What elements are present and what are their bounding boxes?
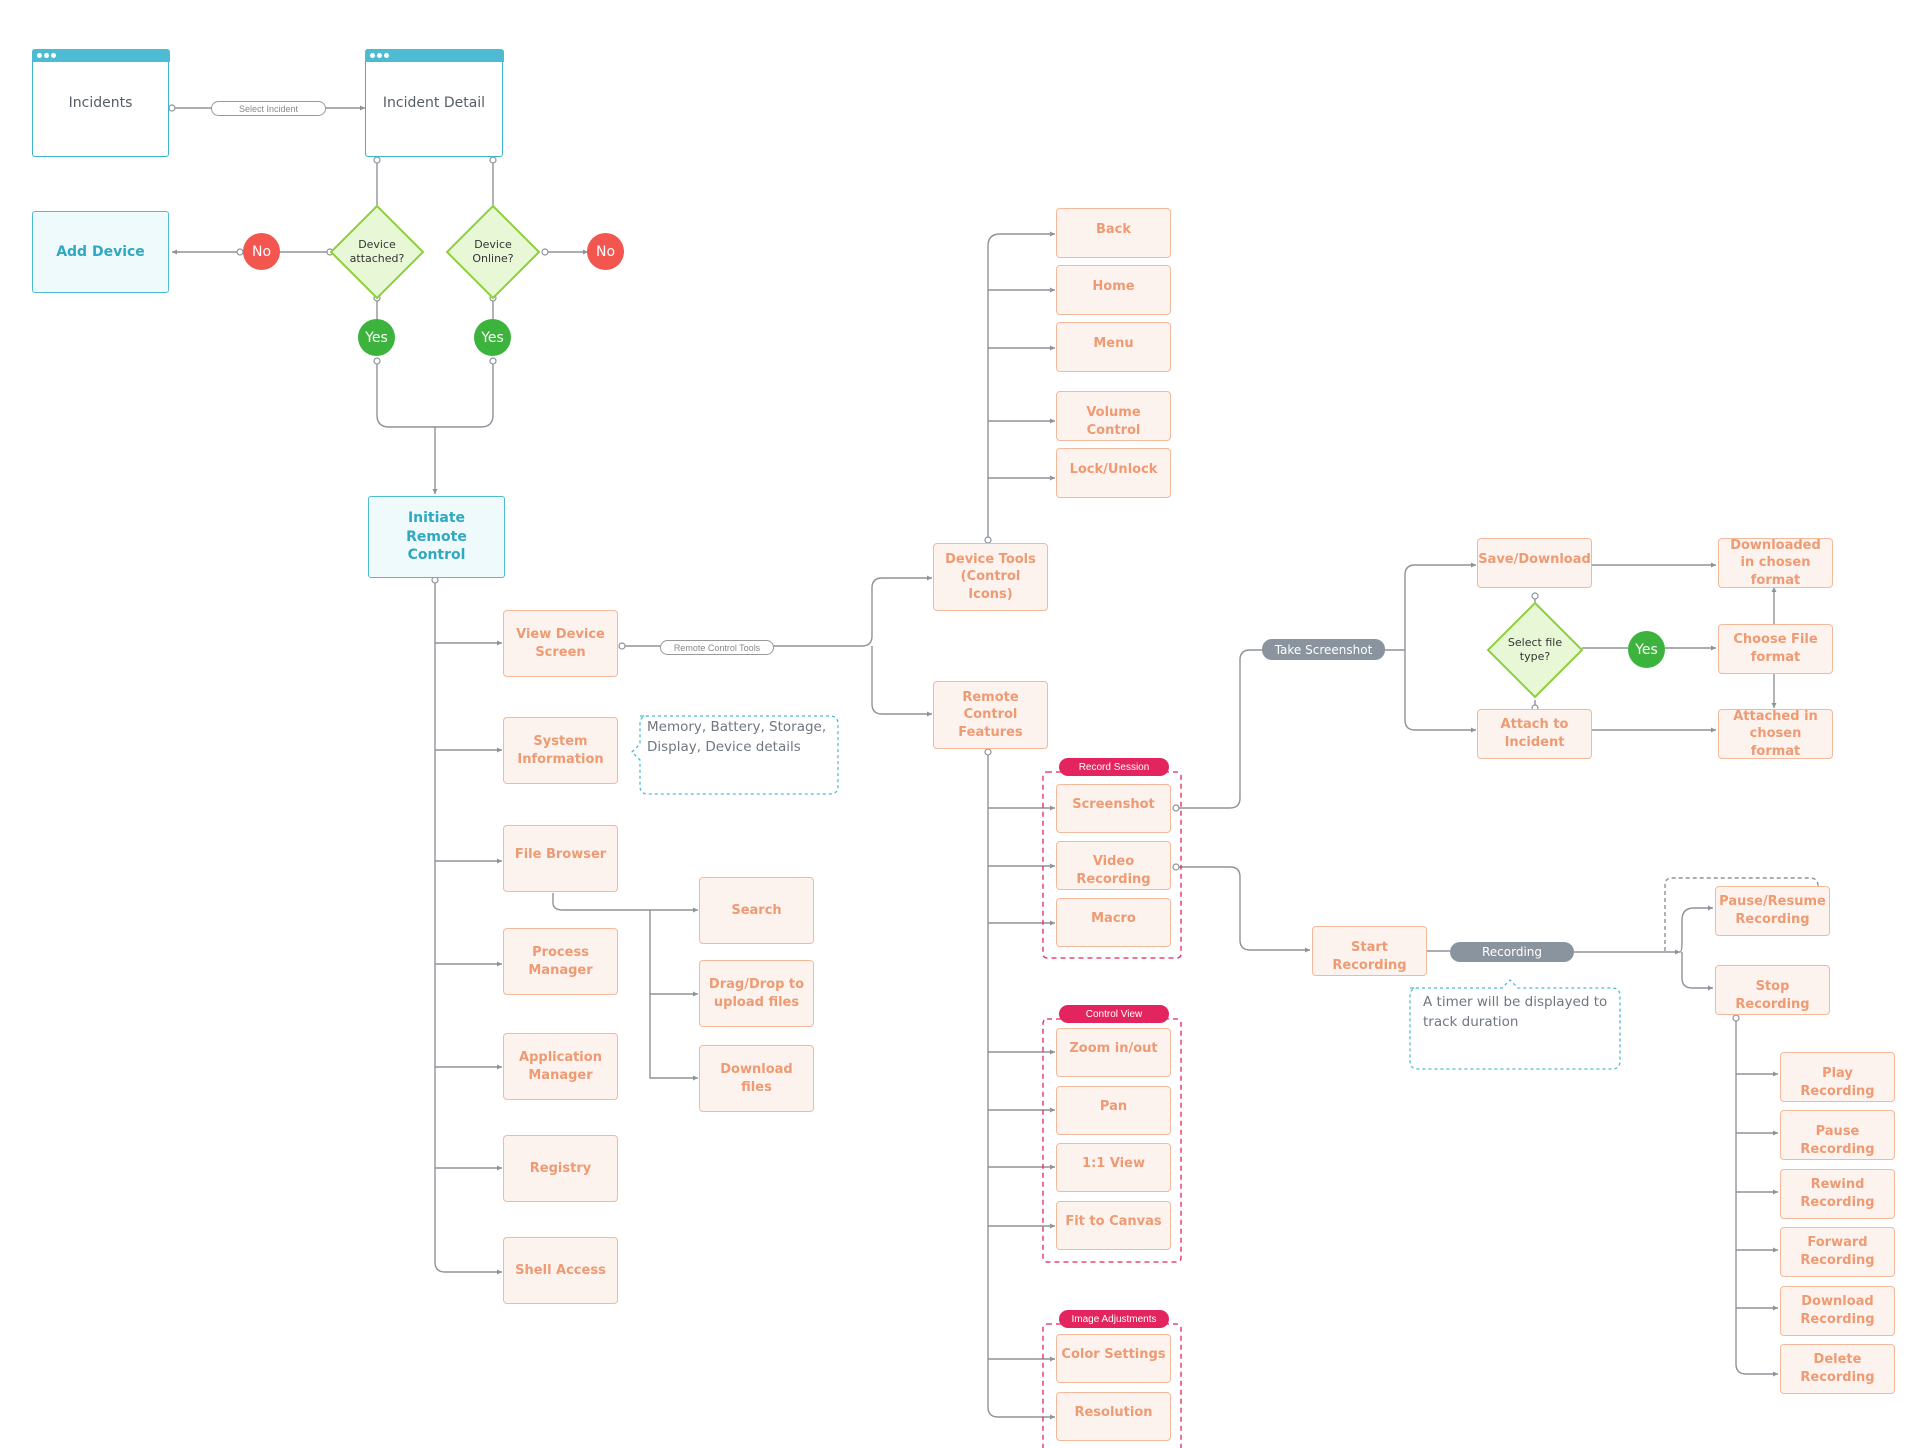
incidents-label: Incidents xyxy=(68,94,133,111)
fit-to-canvas-node[interactable]: Fit to Canvas xyxy=(1056,1201,1171,1250)
attached-format-node[interactable]: Attached in chosen format xyxy=(1718,709,1833,759)
yes-answer-attached: Yes xyxy=(358,319,395,356)
take-screenshot-label: Take Screenshot xyxy=(1262,639,1385,660)
volume-control-node[interactable]: Volume Control xyxy=(1056,391,1171,441)
pause-resume-recording-node[interactable]: Pause/Resume Recording xyxy=(1715,886,1830,936)
process-manager-node[interactable]: Process Manager xyxy=(503,928,618,995)
select-file-type-diamond xyxy=(1486,601,1584,699)
save-download-node[interactable]: Save/Download xyxy=(1477,538,1592,588)
device-online-diamond xyxy=(445,204,541,300)
device-attached-decision: Device attached? xyxy=(349,237,405,265)
stop-recording-node[interactable]: Stop Recording xyxy=(1715,965,1830,1015)
no-answer-online: No xyxy=(587,233,624,270)
rewind-recording-node[interactable]: Rewind Recording xyxy=(1780,1169,1895,1219)
drag-drop-node[interactable]: Drag/Drop to upload files xyxy=(699,960,814,1027)
downloaded-format-node[interactable]: Downloaded in chosen format xyxy=(1718,538,1833,588)
screenshot-node[interactable]: Screenshot xyxy=(1056,784,1171,833)
remote-control-tools-label: Remote Control Tools xyxy=(660,640,774,655)
image-adjustments-tag: Image Adjustments xyxy=(1059,1310,1169,1328)
pause-recording-node[interactable]: Pause Recording xyxy=(1780,1110,1895,1160)
record-session-tag: Record Session xyxy=(1059,758,1169,776)
attach-to-incident-node[interactable]: Attach to Incident xyxy=(1477,709,1592,759)
menu-node[interactable]: Menu xyxy=(1056,322,1171,372)
zoom-node[interactable]: Zoom in/out xyxy=(1056,1028,1171,1077)
no-answer-attached: No xyxy=(243,233,280,270)
control-view-tag: Control View xyxy=(1059,1005,1169,1023)
incident-detail-screen[interactable]: Incident Detail xyxy=(364,48,504,157)
pan-node[interactable]: Pan xyxy=(1056,1086,1171,1135)
window-title-bar xyxy=(31,48,170,62)
video-recording-node[interactable]: Video Recording xyxy=(1056,841,1171,890)
incidents-screen[interactable]: Incidents xyxy=(31,48,170,157)
device-online-decision: Device Online? xyxy=(472,237,514,265)
download-files-node[interactable]: Download files xyxy=(699,1045,814,1112)
play-recording-node[interactable]: Play Recording xyxy=(1780,1052,1895,1102)
home-node[interactable]: Home xyxy=(1056,265,1171,315)
yes-answer-online: Yes xyxy=(474,319,511,356)
add-device-screen[interactable]: Add Device xyxy=(32,211,169,293)
select-incident-label: Select Incident xyxy=(211,101,326,116)
back-node[interactable]: Back xyxy=(1056,208,1171,258)
application-manager-node[interactable]: Application Manager xyxy=(503,1033,618,1100)
start-recording-node[interactable]: Start Recording xyxy=(1312,926,1427,976)
color-settings-node[interactable]: Color Settings xyxy=(1056,1334,1171,1383)
registry-node[interactable]: Registry xyxy=(503,1135,618,1202)
search-node[interactable]: Search xyxy=(699,877,814,944)
lock-unlock-node[interactable]: Lock/Unlock xyxy=(1056,448,1171,498)
one-to-one-view-node[interactable]: 1:1 View xyxy=(1056,1143,1171,1192)
view-device-screen-node[interactable]: View Device Screen xyxy=(503,610,618,677)
timer-note: A timer will be displayed to track durat… xyxy=(1423,994,1608,1030)
window-title-bar xyxy=(364,48,504,62)
remote-control-features-node[interactable]: Remote Control Features xyxy=(933,681,1048,749)
initiate-remote-control-screen[interactable]: Initiate Remote Control xyxy=(368,496,505,578)
select-file-type-decision: Select file type? xyxy=(1507,635,1563,663)
yes-answer-file-type: Yes xyxy=(1628,631,1665,668)
incident-detail-label: Incident Detail xyxy=(382,94,486,111)
delete-recording-node[interactable]: Delete Recording xyxy=(1780,1344,1895,1394)
choose-file-format-node[interactable]: Choose File format xyxy=(1718,624,1833,674)
shell-access-node[interactable]: Shell Access xyxy=(503,1237,618,1304)
system-information-node[interactable]: System Information xyxy=(503,717,618,784)
file-browser-node[interactable]: File Browser xyxy=(503,825,618,892)
device-attached-diamond xyxy=(329,204,425,300)
macro-node[interactable]: Macro xyxy=(1056,898,1171,947)
recording-label: Recording xyxy=(1450,942,1574,962)
device-tools-node[interactable]: Device Tools (Control Icons) xyxy=(933,543,1048,611)
download-recording-node[interactable]: Download Recording xyxy=(1780,1286,1895,1336)
resolution-node[interactable]: Resolution xyxy=(1056,1392,1171,1441)
system-info-note: Memory, Battery, Storage, Display, Devic… xyxy=(647,719,827,755)
forward-recording-node[interactable]: Forward Recording xyxy=(1780,1227,1895,1277)
